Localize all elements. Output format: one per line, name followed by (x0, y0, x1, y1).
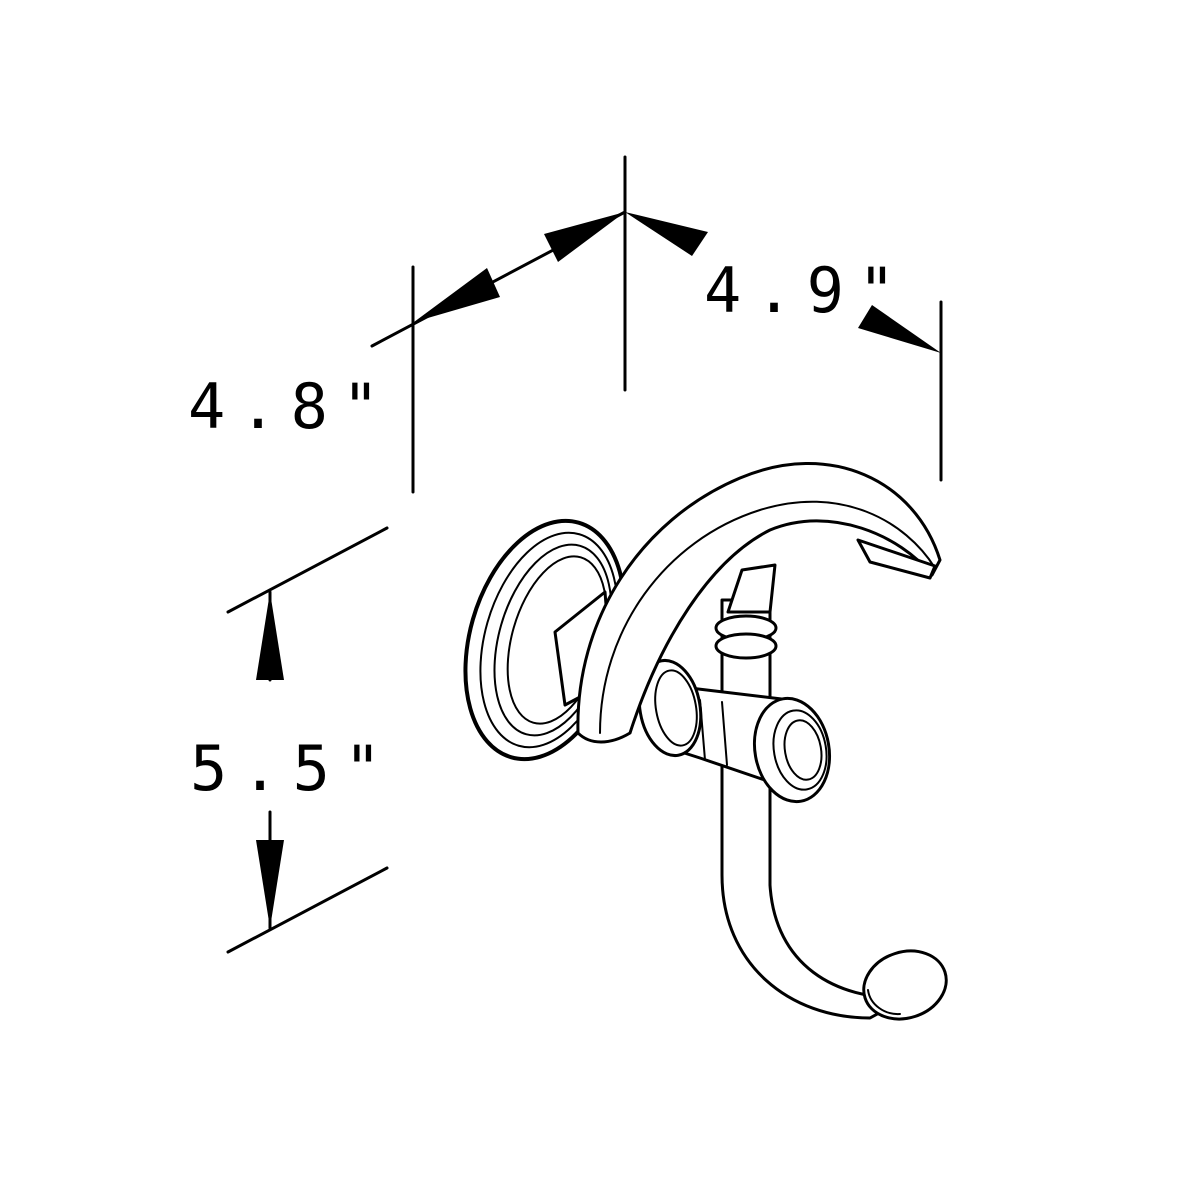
height-arrow-top (256, 592, 284, 680)
rosette-boss-edge (554, 631, 566, 706)
depth-arrow-left (414, 268, 500, 322)
stem-collar-bottom (714, 632, 778, 660)
lower-hook-arm (720, 733, 948, 1021)
crossbar-right-cap-outer (752, 696, 832, 804)
lower-hook-knob-detail (867, 989, 901, 1016)
depth-label: 4.8" (188, 370, 393, 443)
robe-hook-illustration (463, 462, 948, 1021)
depth-dimension: 4.8" (188, 155, 627, 494)
upper-arm-tip (856, 538, 937, 580)
stem-upper-neck (726, 563, 777, 614)
crossbar (637, 658, 832, 804)
crossbar-right-cap-face (783, 719, 823, 781)
crossbar-right-cap-ring (772, 709, 828, 791)
height-arrow-bottom (256, 840, 284, 928)
crossbar-detail-1 (699, 699, 706, 761)
width-dimension: 4.9" (625, 212, 943, 482)
crossbar-left-cap-ring (654, 669, 698, 747)
upper-hook-arm (576, 462, 942, 744)
depth-arrow-right (544, 212, 625, 262)
lower-hook-knob (862, 949, 948, 1021)
crossbar-detail-2 (721, 701, 728, 766)
height-label: 5.5" (190, 732, 395, 805)
upper-arm-inner-edge (599, 500, 936, 734)
height-dimension: 5.5" (190, 526, 395, 954)
width-arrow-left (625, 212, 708, 256)
width-label: 4.9" (704, 254, 909, 327)
width-arrow-right (858, 305, 941, 353)
height-extension-line-top (226, 526, 389, 614)
height-extension-line-bottom (226, 866, 389, 954)
lower-hook-curve (720, 733, 908, 1020)
